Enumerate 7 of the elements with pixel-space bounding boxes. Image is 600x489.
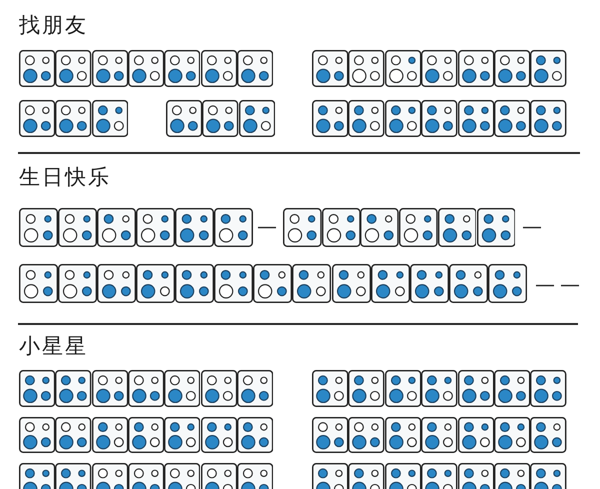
section-heading: 找朋友 <box>19 13 88 37</box>
section-heading: 生日快乐 <box>19 165 111 189</box>
dash: — <box>560 274 580 294</box>
dash: — <box>522 216 542 236</box>
dash: — <box>257 216 277 236</box>
section-heading: 小星星 <box>19 334 88 358</box>
dash: — <box>535 274 555 294</box>
